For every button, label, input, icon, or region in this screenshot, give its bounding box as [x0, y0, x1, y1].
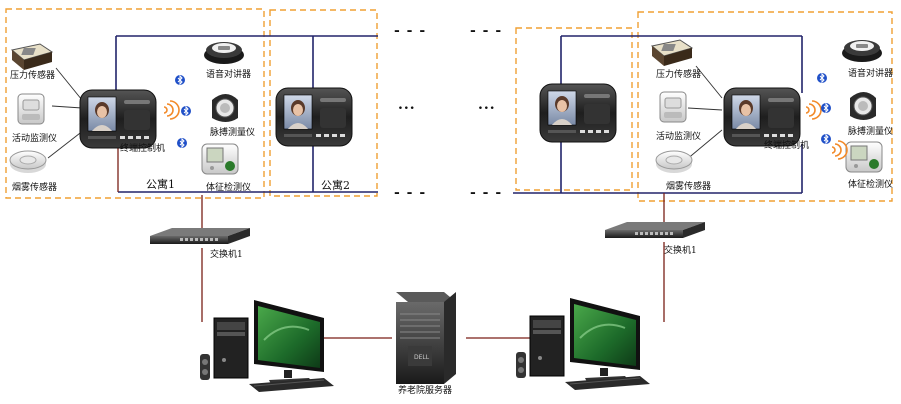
label-pulse-meter: 脉搏测量仪 [210, 128, 255, 139]
activity-monitor-icon [18, 94, 44, 124]
label-switch-right: 交换机1 [664, 246, 697, 257]
ellipsis-text: ... [478, 98, 496, 112]
smoke-sensor-icon [10, 151, 46, 173]
label-pressure-sensor: 压力传感器 [656, 70, 701, 81]
ellipsis-dash: - - - [394, 186, 426, 200]
label-terminal-controller: 终端控制机 [120, 144, 165, 155]
pressure-sensor-icon [652, 40, 692, 66]
label-vitals-monitor: 体征检测仪 [206, 183, 251, 194]
intercom-icon [204, 42, 244, 64]
wifi-signal-icon [832, 141, 847, 159]
terminal-controller-icon [724, 88, 800, 146]
bluetooth-icon [175, 75, 185, 85]
smoke-sensor-icon [656, 151, 692, 173]
bluetooth-icon [821, 103, 831, 113]
network-switch-right [605, 222, 705, 238]
bluetooth-icon [821, 134, 831, 144]
label-apartment2: 公寓2 [321, 179, 350, 192]
label-intercom: 语音对讲器 [848, 69, 893, 80]
ellipsis-dash: - - - [394, 24, 426, 38]
label-smoke-sensor: 烟雾传感器 [12, 183, 57, 194]
label-pulse-meter: 脉搏测量仪 [848, 127, 893, 138]
pressure-sensor-icon [12, 44, 52, 70]
label-server: 养老院服务器 [398, 386, 452, 397]
desktop-computer-left [200, 300, 334, 392]
terminal-controller-icon [540, 84, 616, 142]
ellipsis-dash: - - - [470, 186, 502, 200]
terminal-controller-icon [80, 90, 156, 148]
label-activity-monitor: 活动监测仪 [12, 134, 57, 145]
label-activity-monitor: 活动监测仪 [656, 132, 701, 143]
vitals-monitor-icon [846, 142, 882, 172]
desktop-computer-right [516, 298, 650, 390]
intercom-icon [842, 40, 882, 62]
label-smoke-sensor: 烟雾传感器 [666, 182, 711, 193]
activity-monitor-icon [660, 92, 686, 122]
label-intercom: 语音对讲器 [206, 70, 251, 81]
bluetooth-icon [817, 73, 827, 83]
network-switch-left [150, 228, 250, 244]
bluetooth-icon [177, 138, 187, 148]
ellipsis-dash: - - - [470, 24, 502, 38]
label-switch-left: 交换机1 [210, 250, 243, 261]
label-terminal-controller: 终端控制机 [764, 141, 809, 152]
bluetooth-icon [181, 106, 191, 116]
wifi-signal-icon [806, 101, 821, 119]
pulse-meter-icon [850, 92, 876, 120]
label-apartment1: 公寓1 [146, 178, 175, 191]
terminal-controller-icon [276, 88, 352, 146]
vitals-monitor-icon [202, 144, 238, 174]
ellipsis-text: ... [398, 98, 416, 112]
wifi-signal-icon [164, 101, 179, 119]
label-vitals-monitor: 体征检测仪 [848, 180, 893, 191]
tower-server [396, 292, 456, 384]
label-pressure-sensor: 压力传感器 [10, 71, 55, 82]
pulse-meter-icon [212, 94, 238, 122]
